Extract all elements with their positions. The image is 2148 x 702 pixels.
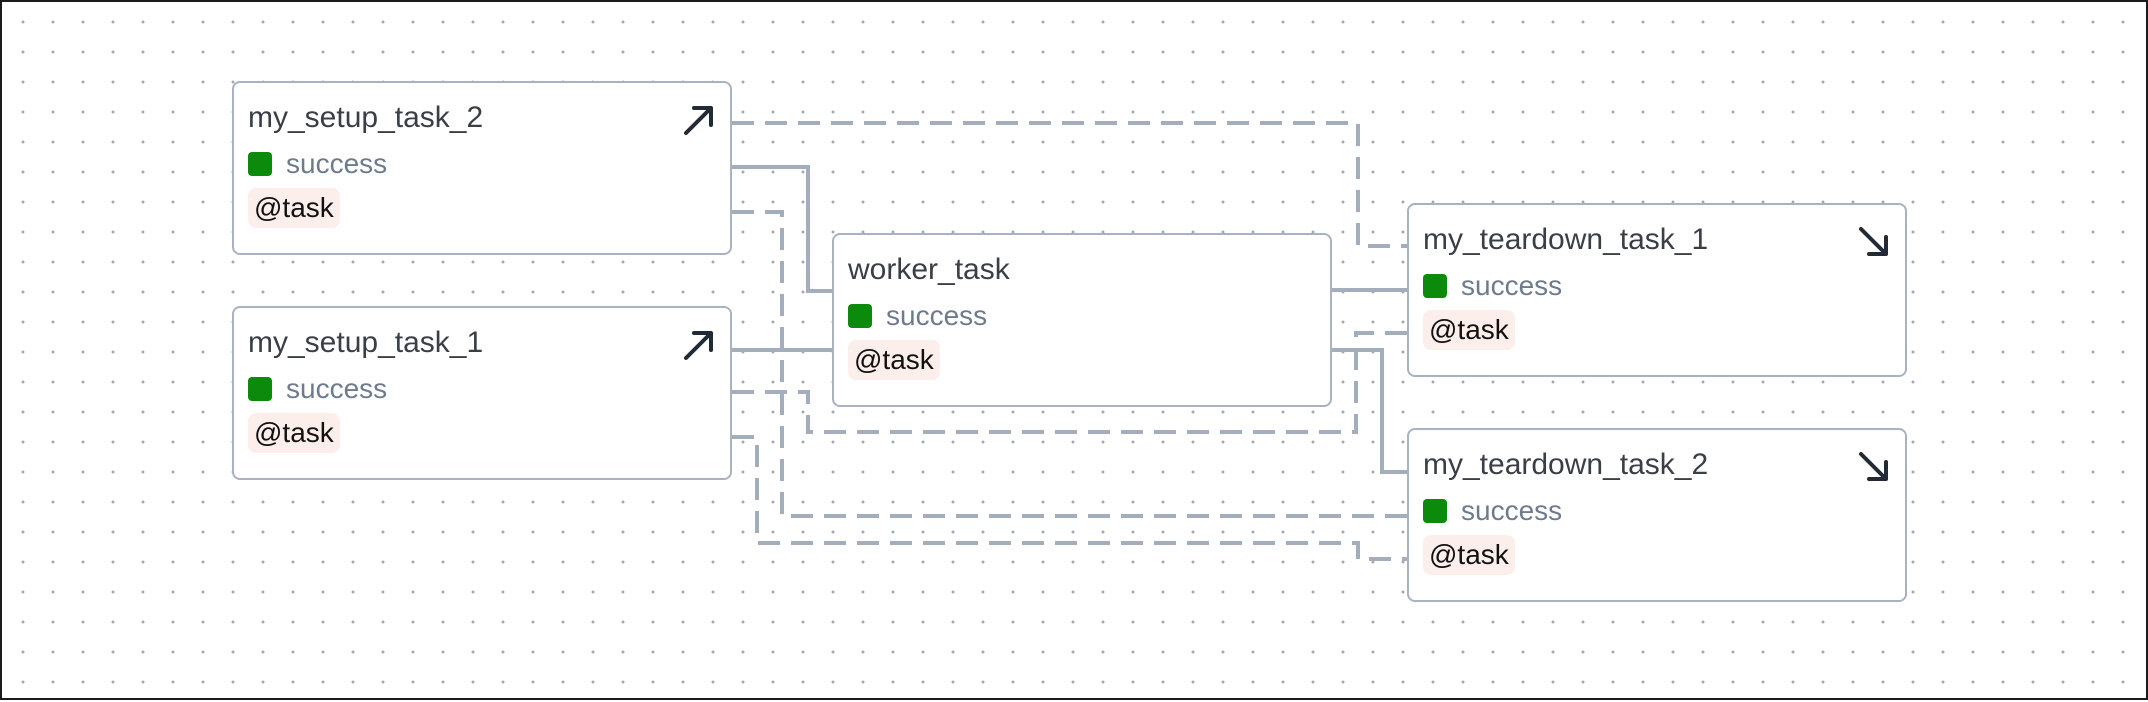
task-node-my-setup-task-1[interactable]: my_setup_task_1 success @task (232, 306, 732, 480)
edge-setup1-to-teardown1 (732, 331, 1408, 434)
status-label: success (886, 300, 988, 331)
task-status: success (1423, 270, 1563, 301)
arrow-up-right-icon (684, 331, 713, 360)
task-node-title: my_teardown_task_2 (1423, 448, 1709, 481)
task-node-my-teardown-task-2[interactable]: my_teardown_task_2 success @task (1407, 428, 1907, 602)
edge-setup2-to-teardown2 (732, 210, 1408, 518)
task-node-title: my_teardown_task_1 (1423, 223, 1709, 256)
status-label: success (286, 148, 388, 179)
task-status: success (1423, 495, 1563, 526)
status-label: success (1461, 495, 1563, 526)
status-success-indicator (1423, 274, 1447, 298)
edge-setup1-to-teardown2 (732, 435, 1408, 561)
operator-badge: @task (248, 413, 340, 453)
status-label: success (1461, 270, 1563, 301)
task-node-title: my_setup_task_2 (248, 101, 484, 134)
task-node-title: my_setup_task_1 (248, 326, 484, 359)
operator-badge: @task (848, 340, 940, 380)
arrow-up-right-icon (684, 106, 713, 135)
task-node-my-teardown-task-1[interactable]: my_teardown_task_1 success @task (1407, 203, 1907, 377)
operator-badge: @task (1423, 535, 1515, 575)
task-status: success (848, 300, 988, 331)
task-node-worker-task[interactable]: worker_task success @task (832, 233, 1332, 407)
edge-setup2-to-worker (732, 165, 834, 293)
task-node-title: worker_task (848, 253, 1010, 286)
operator-badge: @task (1423, 310, 1515, 350)
status-success-indicator (248, 377, 272, 401)
status-label: success (286, 373, 388, 404)
task-status: success (248, 373, 388, 404)
arrow-down-right-icon (1859, 452, 1888, 481)
edge-worker-to-teardown2 (1332, 348, 1408, 474)
status-success-indicator (848, 304, 872, 328)
operator-badge: @task (248, 188, 340, 228)
status-success-indicator (1423, 499, 1447, 523)
edge-setup2-to-teardown1 (732, 121, 1408, 248)
status-success-indicator (248, 152, 272, 176)
arrow-down-right-icon (1859, 227, 1888, 256)
task-status: success (248, 148, 388, 179)
task-node-my-setup-task-2[interactable]: my_setup_task_2 success @task (232, 81, 732, 255)
